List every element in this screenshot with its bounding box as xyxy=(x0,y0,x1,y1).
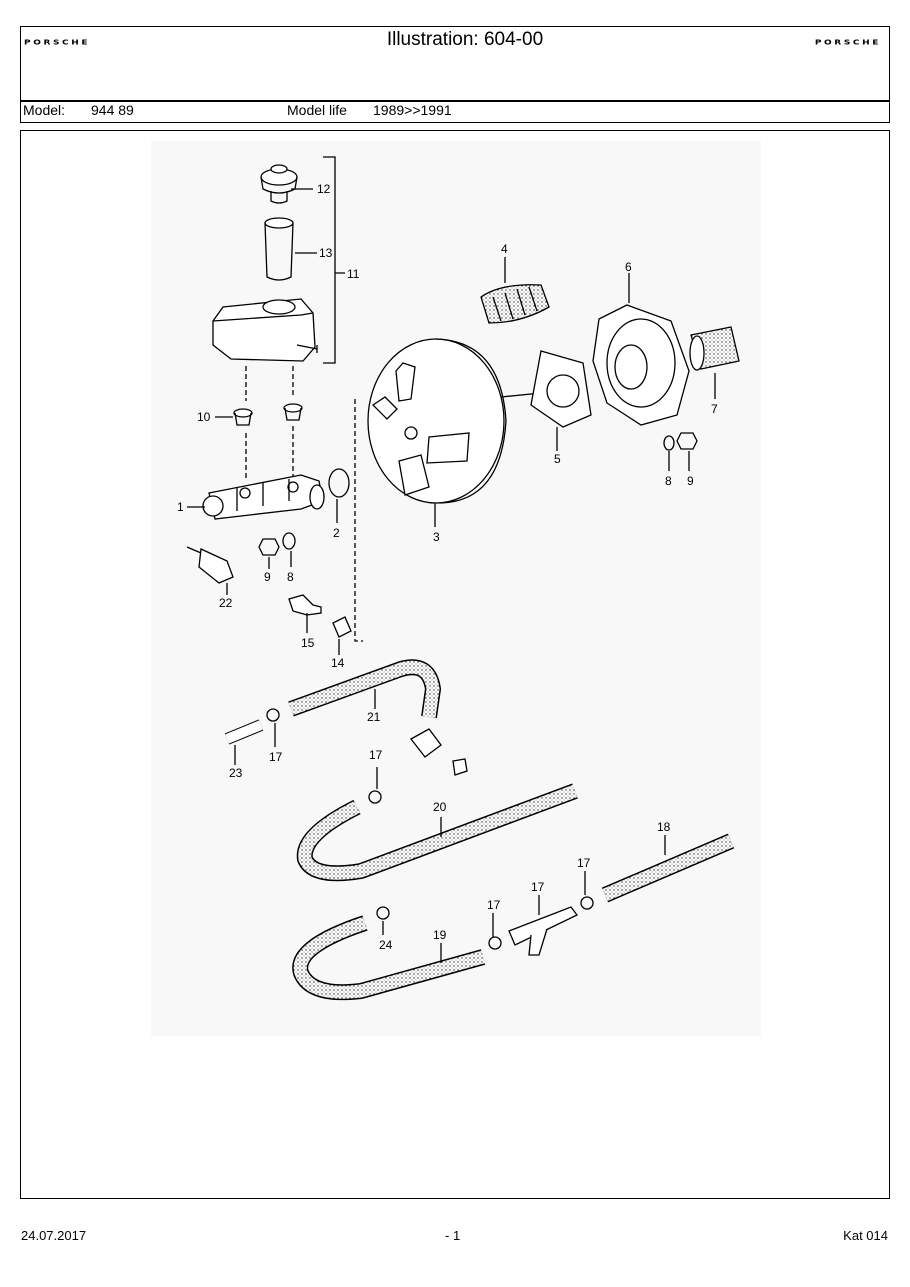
callout: 17 xyxy=(269,750,283,764)
callout-labels: 12 13 11 10 1 2 3 4 5 6 7 8 9 9 8 22 15 … xyxy=(177,182,718,952)
sleeve xyxy=(689,326,740,371)
callout: 3 xyxy=(433,530,440,544)
callout: 18 xyxy=(657,820,671,834)
cap-small xyxy=(452,758,468,776)
callout: 11 xyxy=(347,267,360,281)
gasket-hole xyxy=(546,374,580,408)
callout: 10 xyxy=(197,410,211,424)
washer xyxy=(282,532,296,550)
callout: 17 xyxy=(369,748,383,762)
callout: 7 xyxy=(711,402,718,416)
exploded-view-drawing: 12 13 11 10 1 2 3 4 5 6 7 8 9 9 8 22 15 … xyxy=(151,141,761,1036)
callout: 4 xyxy=(501,242,508,256)
brake-fluid-reservoir xyxy=(212,298,318,362)
boot xyxy=(480,284,550,324)
o-ring xyxy=(328,468,350,498)
model-label: Model: xyxy=(23,102,66,118)
callout: 12 xyxy=(317,182,331,196)
footer-date: 24.07.2017 xyxy=(21,1228,87,1243)
parts-diagram: 12 13 11 10 1 2 3 4 5 6 7 8 9 9 8 22 15 … xyxy=(20,130,890,1199)
hose-clamp xyxy=(488,936,502,950)
callout: 17 xyxy=(577,856,591,870)
grommet-small xyxy=(332,616,352,638)
callout: 14 xyxy=(331,656,345,670)
callout: 15 xyxy=(301,636,315,650)
group-bracket xyxy=(323,156,336,364)
porsche-logo-left: PORSCHE xyxy=(24,39,91,47)
vacuum-valve xyxy=(410,728,442,758)
gasket xyxy=(530,350,592,428)
porsche-logo-right: PORSCHE xyxy=(814,39,881,47)
hose-clamp xyxy=(376,906,390,920)
drawing-background xyxy=(151,141,761,1036)
callout: 24 xyxy=(379,938,393,952)
reservoir-cap xyxy=(260,164,298,204)
callout: 2 xyxy=(333,526,340,540)
brake-booster xyxy=(367,338,542,504)
callout: 21 xyxy=(367,710,381,724)
model-value: 944 89 xyxy=(91,102,134,118)
callout: 6 xyxy=(625,260,632,274)
callout: 8 xyxy=(665,474,672,488)
callout: 17 xyxy=(531,880,545,894)
model-info-row: Model: 944 89 Model life 1989>>1991 xyxy=(20,101,890,123)
nut xyxy=(258,538,280,556)
washer-right xyxy=(663,435,675,451)
model-life-value: 1989>>1991 xyxy=(373,102,452,118)
illustration-title: Illustration: 604-00 xyxy=(386,29,544,50)
nut-right xyxy=(676,432,698,450)
callout: 19 xyxy=(433,928,447,942)
footer-catalog: Kat 014 xyxy=(843,1228,888,1243)
hose-clamp xyxy=(580,896,594,910)
callout: 13 xyxy=(319,246,333,260)
pressure-switch xyxy=(186,546,234,584)
callout: 8 xyxy=(287,570,294,584)
header: PORSCHE Illustration: 604-00 PORSCHE xyxy=(20,26,890,102)
master-cylinder xyxy=(202,474,325,520)
callout: 9 xyxy=(264,570,271,584)
callout: 9 xyxy=(687,474,694,488)
reservoir-filter xyxy=(264,217,294,281)
t-connector xyxy=(508,906,578,956)
callout: 5 xyxy=(554,452,561,466)
grommet xyxy=(233,403,303,426)
footer-page-number: - 1 xyxy=(445,1228,461,1243)
mounting-plate xyxy=(592,304,690,426)
hose-clamp xyxy=(266,708,280,722)
check-valve xyxy=(288,594,322,616)
callout: 17 xyxy=(487,898,501,912)
hose-clamp xyxy=(368,790,382,804)
callout: 23 xyxy=(229,766,243,780)
callout: 1 xyxy=(177,500,184,514)
callout: 22 xyxy=(219,596,233,610)
callout: 20 xyxy=(433,800,447,814)
model-life-label: Model life xyxy=(287,102,347,118)
